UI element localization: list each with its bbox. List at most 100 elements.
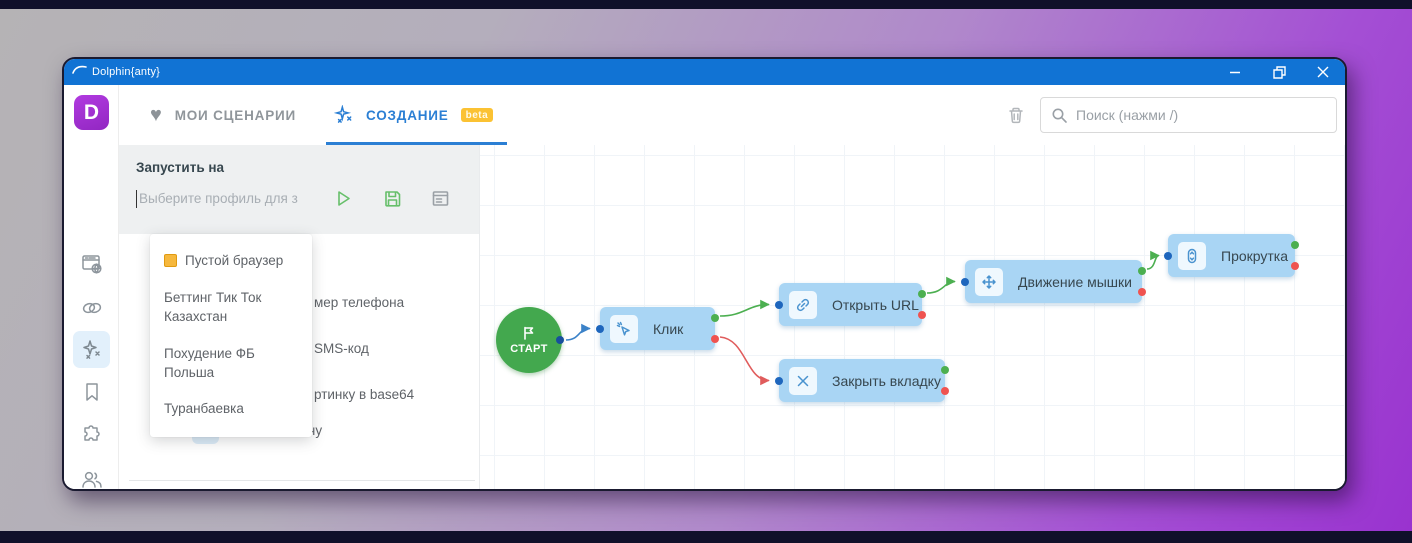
minimize-icon [1230,71,1240,74]
bookmark-icon [85,382,98,401]
window-controls [1213,59,1345,85]
run-controls-row [136,188,462,209]
flag-icon [524,326,534,340]
content: Запустить на [119,145,1345,489]
start-node[interactable]: СТАРТ [496,307,564,373]
cursor-click-icon [610,314,638,343]
flow-canvas[interactable]: СТАРТ Клик [480,145,1345,489]
dropdown-item-profile[interactable]: Похудение ФБ Польша [150,336,312,392]
text-caret [136,189,137,208]
save-scenario-button[interactable] [383,189,402,208]
input-port[interactable] [775,376,783,385]
error-port[interactable] [941,387,949,395]
dropdown-item-empty-browser[interactable]: Пустой браузер [150,243,312,280]
success-port[interactable] [918,290,926,298]
flow-node-close-tab[interactable]: Закрыть вкладку [775,359,949,402]
log-panel-button[interactable] [431,189,450,208]
delete-scenario-button[interactable] [1006,105,1026,125]
error-port[interactable] [1291,262,1299,270]
node-label: Клик [653,320,684,337]
window-title: Dolphin{anty} [92,66,161,78]
tab-bar: ♥ МОИ СЦЕНАРИИ СОЗДАНИЕ beta [150,85,508,145]
success-port[interactable] [1138,267,1146,275]
success-port[interactable] [1291,241,1299,249]
run-section-title: Запустить на [136,160,225,175]
search-input[interactable] [1076,107,1326,123]
success-port[interactable] [941,366,949,374]
orange-square-icon [164,254,177,267]
flow-node-mouse-move[interactable]: Движение мышки [961,260,1146,303]
minimize-button[interactable] [1213,59,1257,85]
dropdown-item-label: Пустой браузер [185,253,284,268]
flow-node-open-url[interactable]: Открыть URL [775,283,926,326]
dropdown-item-profile[interactable]: Туранбаевка [150,391,312,428]
tab-my-scenarios[interactable]: ♥ МОИ СЦЕНАРИИ [150,85,296,145]
error-port[interactable] [918,311,926,319]
action-item-fragment[interactable]: мер телефона [314,295,405,310]
panel-divider [129,480,475,481]
input-port[interactable] [775,300,783,309]
restore-button[interactable] [1257,59,1301,85]
start-node-label: СТАРТ [510,343,548,355]
run-scenario-button[interactable] [333,188,354,209]
flow-node-click[interactable]: Клик [596,307,719,350]
run-section: Запустить на [119,145,479,234]
tab-label: СОЗДАНИЕ [366,107,449,123]
app-body: D [64,85,1345,489]
input-port[interactable] [1164,251,1172,260]
error-port[interactable] [711,335,719,343]
top-dark-strip [0,0,1412,9]
browser-globe-icon [81,254,102,274]
sparkles-icon [334,105,352,123]
success-port[interactable] [711,314,719,322]
save-icon [385,191,401,207]
action-item-fragment[interactable]: SMS-код [314,341,369,356]
search-icon [1052,108,1067,123]
search-box [1040,97,1337,133]
header-right [1006,97,1337,133]
sparkles-icon [82,339,100,359]
users-icon [81,471,102,488]
sidebar-item-proxy[interactable] [73,289,110,326]
input-port[interactable] [961,277,969,286]
action-item-fragment[interactable]: ртинку в base64 [314,387,415,402]
profile-select-input[interactable] [138,191,304,206]
link-icon [789,290,817,319]
titlebar: Dolphin{anty} [64,59,1345,85]
puzzle-icon [84,425,100,441]
logo-letter: D [83,100,100,124]
sidebar-item-extensions[interactable] [73,417,110,454]
sidebar-item-team[interactable] [73,461,110,489]
error-port[interactable] [1138,288,1146,296]
dolphin-curve-icon [72,65,87,74]
input-port[interactable] [596,324,604,333]
sidebar-item-bookmarks[interactable] [73,373,110,410]
node-label: Закрыть вкладку [832,372,941,389]
app-logo[interactable]: D [74,95,109,130]
connection-wires [565,250,1160,386]
flow-node-scroll[interactable]: Прокрутка [1164,234,1299,277]
node-label: Прокрутка [1221,247,1289,264]
profile-select[interactable] [136,189,304,208]
sidebar-item-automation[interactable] [73,331,110,368]
tab-create[interactable]: СОЗДАНИЕ beta [326,85,508,145]
form-list-icon [432,191,449,206]
chain-links-icon [82,302,101,313]
header: ♥ МОИ СЦЕНАРИИ СОЗДАНИЕ beta [119,85,1345,145]
app-window: Dolphin{anty} D [62,57,1347,491]
sidebar-item-browser-profiles[interactable] [73,245,110,282]
move-arrows-icon [975,267,1003,296]
node-label: Открыть URL [832,296,919,313]
dropdown-item-label: Похудение ФБ Польша [164,345,255,380]
close-button[interactable] [1301,59,1345,85]
dropdown-item-label: Беттинг Тик Ток Казахстан [164,289,262,324]
play-icon [338,191,350,206]
trash-icon [1009,107,1023,124]
sidebar: D [64,85,119,489]
dropdown-item-profile[interactable]: Беттинг Тик Ток Казахстан [150,280,312,336]
profile-dropdown: Пустой браузер Беттинг Тик Ток Казахстан… [150,234,312,438]
scroll-icon [1178,241,1206,270]
scenario-panel: Запустить на [119,145,480,489]
output-port[interactable] [556,336,564,344]
